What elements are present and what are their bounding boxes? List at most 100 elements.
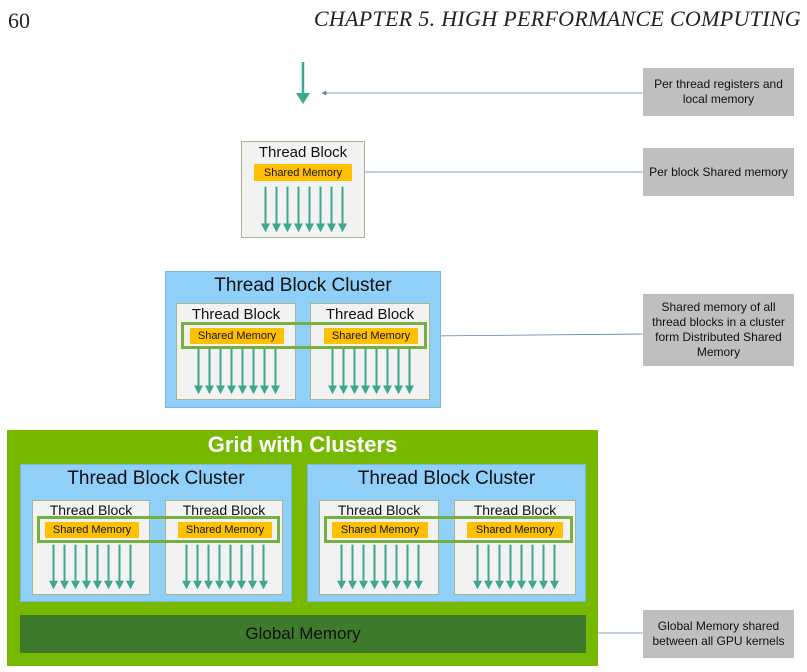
cluster-thread-block-1: Thread Block Shared Memory <box>176 303 296 400</box>
connector-distributed <box>427 333 644 337</box>
page-number: 60 <box>8 8 30 33</box>
thread-arrow <box>348 544 357 590</box>
distributed-shared-memory-frame <box>37 516 280 543</box>
grid-cluster-1: Thread Block Cluster Thread Block Shared… <box>20 464 292 602</box>
thread-arrow <box>261 186 270 233</box>
thread-arrow <box>194 348 203 395</box>
thread-arrow <box>283 186 292 233</box>
shared-memory: Shared Memory <box>254 164 352 181</box>
grid-cluster-2: Thread Block Cluster Thread Block Shared… <box>307 464 586 602</box>
thread-arrow <box>104 544 113 590</box>
thread-arrow <box>249 348 258 395</box>
thread-arrow <box>517 544 526 590</box>
grid-cluster-1-thread-block-1: Thread Block Shared Memory <box>32 500 150 595</box>
thread-arrow <box>473 544 482 590</box>
thread-block-title: Thread Block <box>191 306 281 323</box>
thread-arrow <box>484 544 493 590</box>
thread-block-title: Thread Block <box>182 502 266 518</box>
grid-cluster-2-thread-block-1: Thread Block Shared Memory <box>319 500 439 595</box>
thread-arrow <box>370 544 379 590</box>
shared-memory: Shared Memory <box>45 522 139 538</box>
thread-arrow <box>338 186 347 233</box>
distributed-shared-memory-frame <box>324 516 573 543</box>
thread-arrow <box>271 348 280 395</box>
callout-per-block: Per block Shared memory <box>643 148 794 196</box>
thread-arrow <box>405 348 414 395</box>
callout-per-thread: Per thread registers and local memory <box>643 68 794 116</box>
thread-arrow <box>238 348 247 395</box>
thread-arrow <box>259 544 268 590</box>
cluster-thread-block-2: Thread Block Shared Memory <box>310 303 430 400</box>
thread-arrow <box>82 544 91 590</box>
thread-arrow <box>528 544 537 590</box>
thread-arrow <box>49 544 58 590</box>
thread-arrows <box>337 544 423 590</box>
thread-arrow <box>71 544 80 590</box>
thread-block-title: Thread Block <box>258 144 348 161</box>
thread-arrow <box>381 544 390 590</box>
thread-block-title: Thread Block <box>337 502 421 518</box>
thread-arrow <box>327 186 336 233</box>
shared-memory: Shared Memory <box>332 522 428 538</box>
shared-memory: Shared Memory <box>324 328 418 344</box>
thread-arrow <box>383 348 392 395</box>
cluster-title: Thread Block Cluster <box>67 468 245 489</box>
single-thread-arrow <box>296 62 310 104</box>
shared-memory: Shared Memory <box>178 522 272 538</box>
thread-arrow <box>394 348 403 395</box>
thread-arrow <box>226 544 235 590</box>
thread-arrow <box>215 544 224 590</box>
thread-arrow <box>414 544 423 590</box>
thread-arrow <box>237 544 246 590</box>
grid-title: Grid with Clusters <box>207 432 398 457</box>
thread-arrow <box>115 544 124 590</box>
thread-arrow <box>126 544 135 590</box>
distributed-shared-memory-frame <box>181 322 427 349</box>
thread-arrow <box>205 348 214 395</box>
chapter-title: CHAPTER 5. HIGH PERFORMANCE COMPUTING <box>313 6 801 31</box>
global-memory: Global Memory <box>20 615 586 653</box>
thread-arrows <box>261 186 347 233</box>
thread-arrow <box>193 544 202 590</box>
thread-arrows <box>182 544 268 590</box>
thread-arrow <box>359 544 368 590</box>
cluster-title: Thread Block Cluster <box>357 468 536 489</box>
thread-arrow <box>294 186 303 233</box>
thread-arrow <box>403 544 412 590</box>
thread-block-title: Thread Block <box>473 502 557 518</box>
thread-arrow <box>392 544 401 590</box>
thread-arrow <box>182 544 191 590</box>
thread-arrow <box>316 186 325 233</box>
thread-arrow <box>328 348 337 395</box>
callout-global-memory: Global Memory shared between all GPU ker… <box>643 610 794 658</box>
callout-distributed-shared-memory: Shared memory of all thread blocks in a … <box>643 294 794 366</box>
cluster-title: Thread Block Cluster <box>214 275 392 296</box>
thread-arrow <box>216 348 225 395</box>
grid-with-clusters: Grid with Clusters Thread Block Cluster … <box>7 430 598 666</box>
thread-arrow <box>506 544 515 590</box>
thread-arrows <box>328 348 414 395</box>
thread-arrows <box>194 348 280 395</box>
shared-memory: Shared Memory <box>467 522 563 538</box>
thread-arrow <box>60 544 69 590</box>
thread-arrow <box>539 544 548 590</box>
thread-arrow <box>305 186 314 233</box>
thread-arrow <box>495 544 504 590</box>
thread-arrow <box>339 348 348 395</box>
thread-arrow <box>337 544 346 590</box>
thread-arrows <box>49 544 135 590</box>
thread-arrow <box>372 348 381 395</box>
thread-arrow <box>248 544 257 590</box>
thread-block-title: Thread Block <box>325 306 415 323</box>
thread-arrows <box>473 544 559 590</box>
thread-arrow <box>350 348 359 395</box>
thread-arrow <box>204 544 213 590</box>
thread-arrow <box>550 544 559 590</box>
standalone-thread-block: Thread Block Shared Memory <box>241 141 365 238</box>
shared-memory: Shared Memory <box>190 328 284 344</box>
thread-block-title: Thread Block <box>49 502 133 518</box>
grid-cluster-1-thread-block-2: Thread Block Shared Memory <box>165 500 283 595</box>
thread-arrow <box>272 186 281 233</box>
thread-arrow <box>227 348 236 395</box>
